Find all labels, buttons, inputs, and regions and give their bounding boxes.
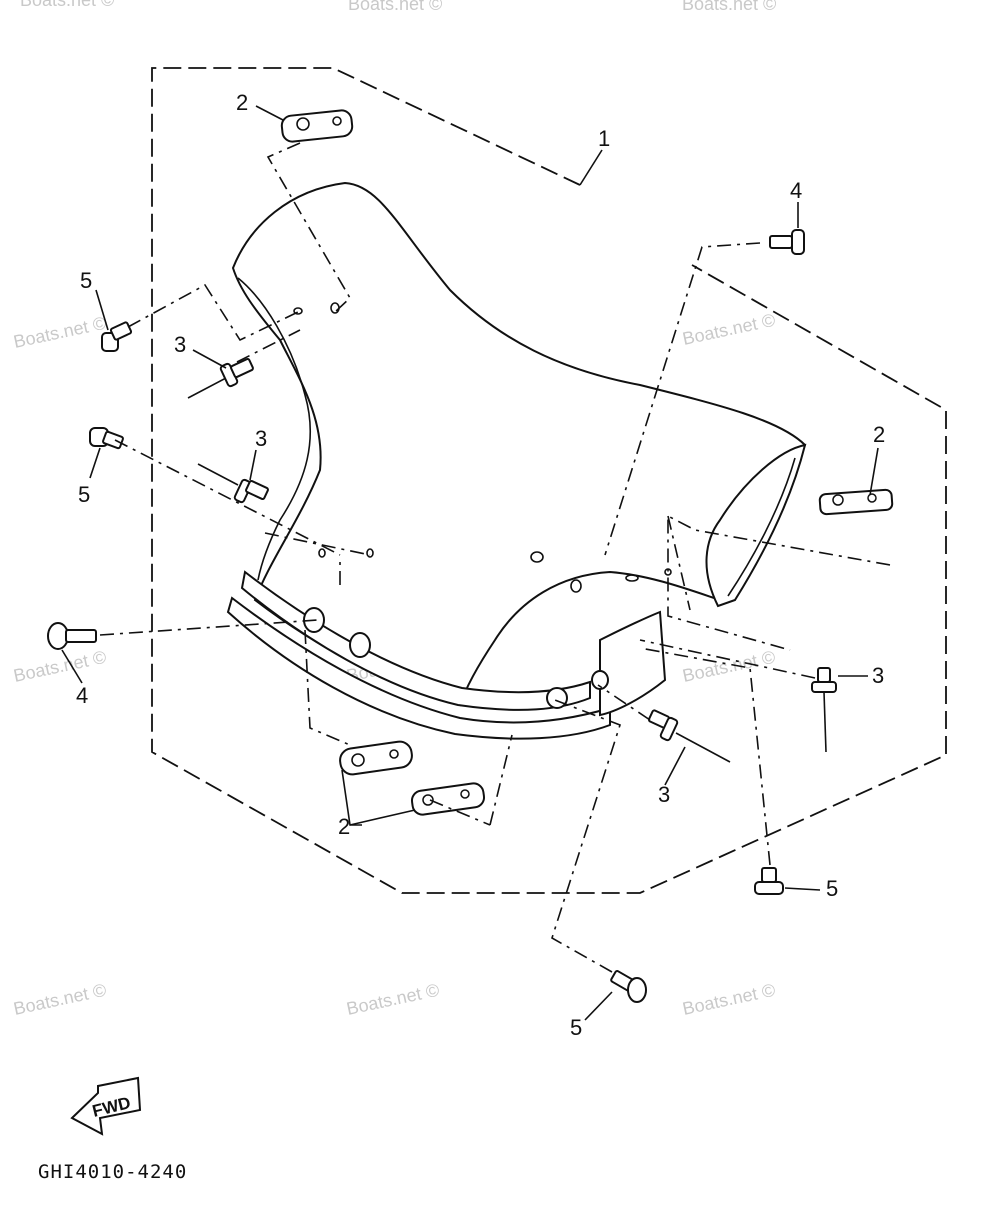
callout-part-5: 5 [570,1015,582,1040]
screw-left [47,622,97,650]
callout-part-1: 1 [598,126,610,151]
leader-part-1 [579,149,603,186]
leader-lines [99,142,891,973]
callout-part-5: 5 [78,482,90,507]
shell-holes [293,302,672,709]
fwd-arrow: FWD [70,1076,142,1136]
watermark: Boats.net © [12,980,108,1019]
duct-mouth-inner [727,457,796,597]
callout-part-4: 4 [790,178,802,203]
duct-shell [226,181,807,740]
screw-top-right [769,229,805,255]
callout-part-5: 5 [80,268,92,293]
callout-part-2: 2 [338,814,350,839]
duct-inner-edge [237,277,312,581]
screw-middle-left [89,427,124,450]
callout-leaders [61,105,879,1021]
watermark: Boats.net © [348,0,442,14]
screw-bottom [610,970,647,1003]
rivet-middle-left [197,463,269,504]
screw-upper-left [101,321,133,352]
rivet-right [811,667,837,753]
callout-part-2: 2 [873,422,885,447]
flange-right-collar [599,610,667,717]
flange-strip-outer [226,596,611,740]
watermark: Boats.net © [12,313,108,352]
bracket-bottom-right [410,782,486,816]
screw-bottom-right [754,867,784,895]
callout-part-2: 2 [236,90,248,115]
callout-part-4: 4 [76,683,88,708]
watermark: Boats.net © [20,0,114,10]
rivet-upper-left [187,357,254,399]
watermark: Boats.net © [12,647,108,686]
fwd-arrow-icon [70,1076,142,1136]
duct-mouth-rim [705,443,807,608]
callout-part-3: 3 [255,426,267,451]
drawing-code: GHI4010-4240 [38,1161,187,1183]
watermark: Boats.net © [681,310,777,349]
callouts: 1 2 2 2 3 3 3 3 4 4 5 5 5 5 [76,90,885,1040]
watermark: Boats.net © [345,980,441,1019]
watermark: Boats.net © [682,0,776,14]
watermark: Boats.net © [681,980,777,1019]
callout-part-3: 3 [174,332,186,357]
bracket-bottom-left [339,740,413,776]
callout-part-3: 3 [872,663,884,688]
bracket-right [818,488,894,516]
assembly-boundary [151,67,947,894]
rivet-lower-right [647,709,731,763]
callout-part-5: 5 [826,876,838,901]
callout-part-3: 3 [658,782,670,807]
bracket-top [280,109,354,143]
